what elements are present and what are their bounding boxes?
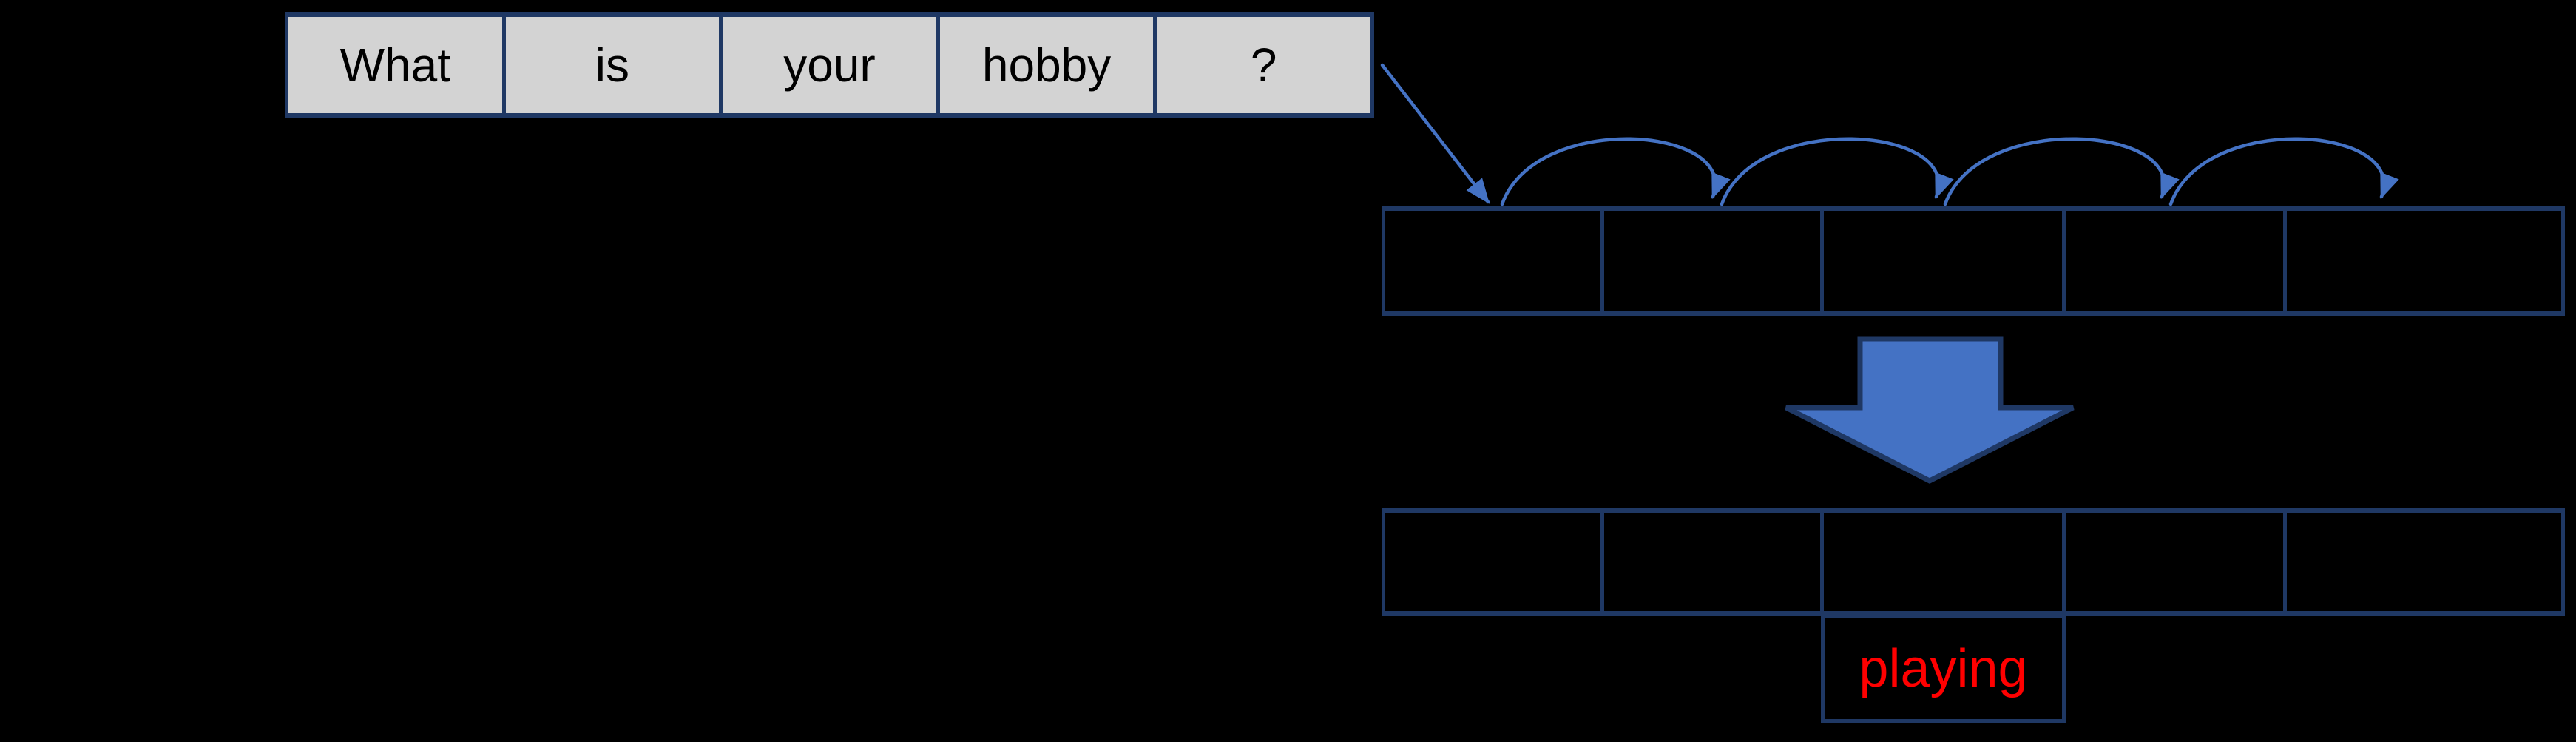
output-cell <box>2066 513 2288 611</box>
token-cell <box>1604 211 1824 311</box>
sentence-row: What is your hobby ? <box>285 12 1374 118</box>
word-label: ? <box>1250 38 1277 92</box>
word-label: What <box>339 38 450 92</box>
word-cell: What <box>288 17 506 113</box>
token-cell <box>2287 211 2561 311</box>
token-cell <box>1385 211 1605 311</box>
output-cell <box>1385 513 1605 611</box>
word-cell: your <box>723 17 940 113</box>
hop-arc-icon <box>2168 137 2399 206</box>
word-label: hobby <box>981 38 1112 92</box>
hop-arc-icon <box>1720 137 1954 206</box>
word-label: is <box>595 38 629 92</box>
block-arrow-down-icon <box>1785 336 2075 484</box>
hop-arc-icon <box>1500 137 1731 206</box>
word-cell: is <box>505 17 723 113</box>
connector-arrow-icon <box>1380 63 1490 204</box>
output-cell <box>2287 513 2561 611</box>
output-cell <box>1824 513 2066 611</box>
prediction-box: playing <box>1821 615 2066 723</box>
word-label: your <box>783 38 876 92</box>
token-row <box>1382 206 2565 316</box>
hop-arc-icon <box>1943 137 2180 206</box>
word-cell: hobby <box>939 17 1157 113</box>
output-row <box>1382 508 2565 616</box>
token-cell <box>2066 211 2288 311</box>
prediction-label: playing <box>1859 639 2028 698</box>
word-cell: ? <box>1157 17 1370 113</box>
token-cell <box>1824 211 2066 311</box>
output-cell <box>1604 513 1824 611</box>
